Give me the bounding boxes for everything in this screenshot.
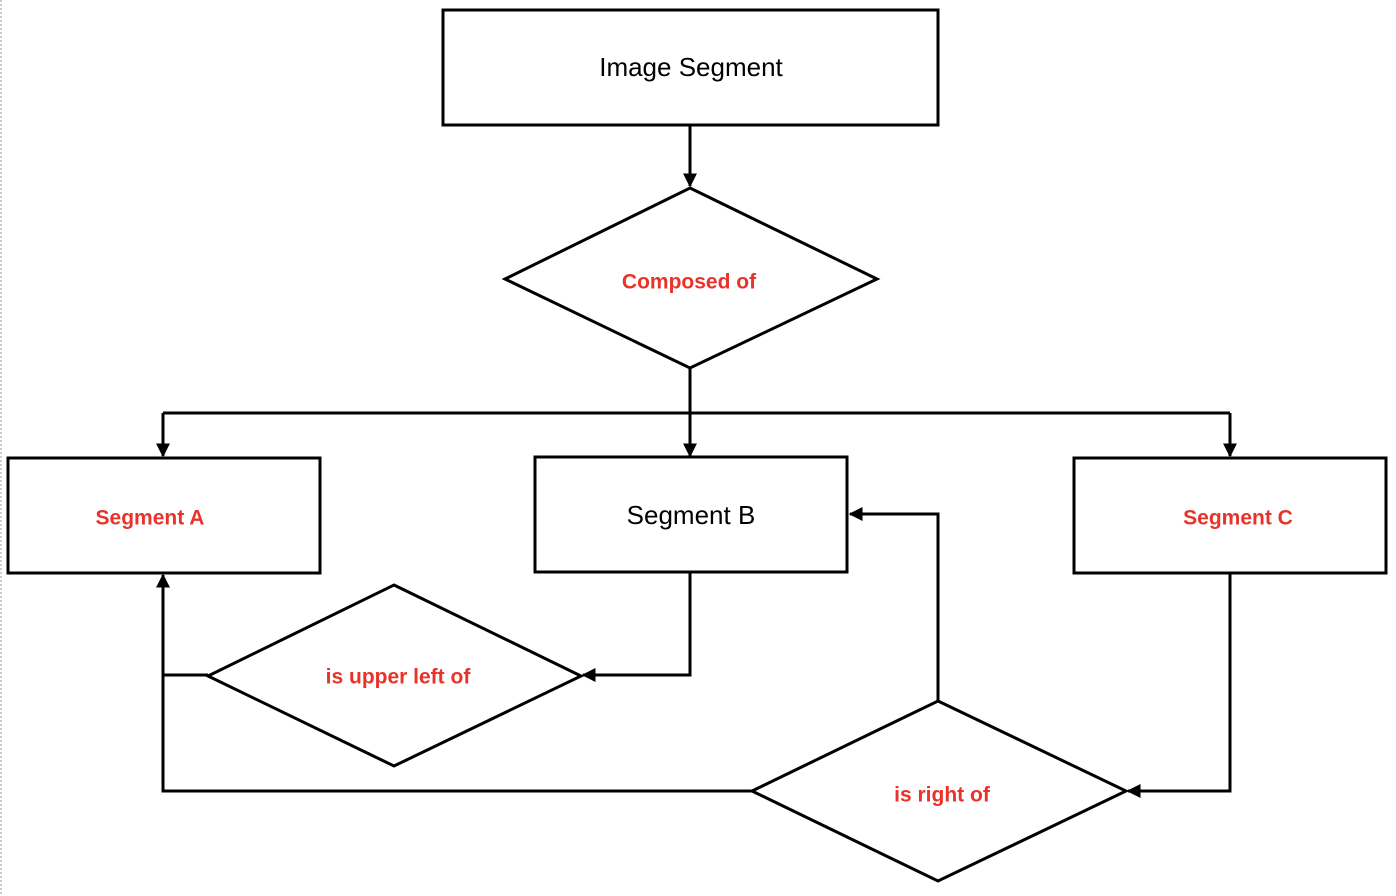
edge-segment-b-to-is-upper-left-of [581, 573, 692, 682]
is-right-of-label: is right of [894, 784, 991, 807]
edge-is-upper-left-of-to-segment-a [156, 573, 208, 677]
segment-c-label: Segment C [1183, 507, 1293, 530]
image-segment-label: Image Segment [599, 52, 783, 82]
composed-of-label: Composed of [622, 271, 757, 294]
nodes [6, 8, 1388, 883]
segment-a-label: Segment A [96, 507, 205, 530]
edge-is-right-of-to-segment-b [848, 507, 940, 701]
image-segment-box [441, 8, 940, 127]
segment-c-box [1072, 456, 1388, 575]
connectors [156, 125, 1237, 798]
segment-a-box [6, 456, 322, 575]
is-upper-left-of-diamond [204, 583, 585, 768]
is-upper-left-of-label: is upper left of [326, 666, 472, 689]
segment-b-box [533, 455, 849, 574]
segment-b-label: Segment B [627, 500, 756, 530]
is-right-of-diamond [748, 699, 1130, 883]
edge-segment-c-to-is-right-of [1126, 574, 1232, 798]
edge-is-right-of-to-segment-a [161, 675, 752, 793]
composed-of-diamond [501, 186, 881, 370]
labels: Image Segment Composed of Segment A Segm… [96, 52, 1293, 807]
